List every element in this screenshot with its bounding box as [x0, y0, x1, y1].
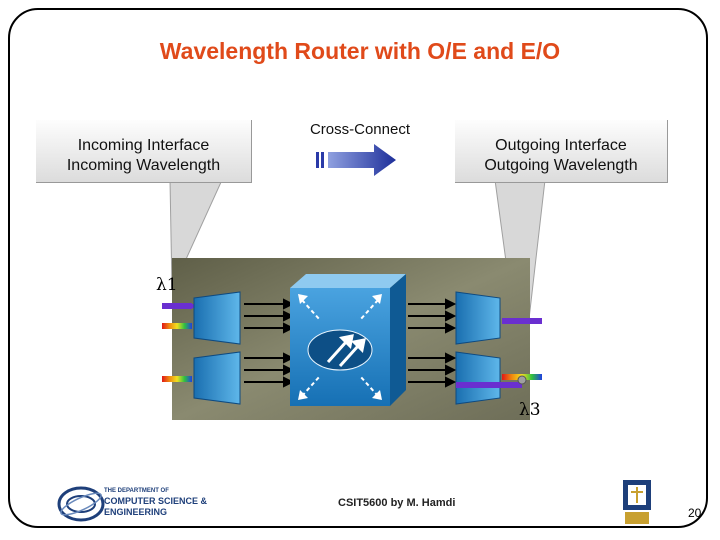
output-wavelength-bar-top — [502, 318, 542, 324]
incoming-callout-box — [36, 120, 252, 183]
input-rainbow-bar-1 — [162, 323, 192, 329]
incoming-callout-text: Incoming Interface Incoming Wavelength — [36, 136, 251, 176]
output-mux-top — [455, 291, 501, 345]
dept-logo-icon — [57, 486, 105, 522]
input-arrows — [244, 298, 295, 388]
input-rainbow-bar-2 — [162, 376, 192, 382]
output-arrows — [408, 298, 457, 388]
outgoing-callout-box — [455, 120, 668, 183]
direction-arrow-icon — [316, 144, 396, 176]
input-wavelength-bar — [162, 303, 192, 309]
input-demux-bottom — [193, 351, 241, 405]
dept-line-2: COMPUTER SCIENCE & — [104, 496, 208, 506]
page-number: 20 — [688, 506, 702, 520]
cross-connect-router-icon — [290, 274, 406, 406]
incoming-wavelength-label: Incoming Wavelength — [66, 157, 221, 174]
output-mux-bottom — [455, 351, 501, 405]
lambda-in-label: λ1 — [156, 275, 178, 295]
input-demux-top — [193, 291, 241, 345]
outgoing-interface-label: Outgoing Interface — [495, 137, 627, 154]
university-crest-icon — [623, 480, 651, 524]
dept-line-3: ENGINEERING — [104, 507, 168, 517]
router-diagram — [162, 258, 542, 420]
lambda-out-label: λ3 — [519, 400, 541, 420]
cross-connect-label: Cross-Connect — [309, 121, 411, 138]
output-wavelength-bar-bottom — [456, 382, 522, 388]
slide-title: Wavelength Router with O/E and E/O — [159, 38, 561, 64]
incoming-interface-label: Incoming Interface — [77, 137, 210, 154]
outgoing-callout-text: Outgoing Interface Outgoing Wavelength — [455, 136, 667, 176]
outgoing-wavelength-label: Outgoing Wavelength — [484, 157, 638, 174]
slide-frame — [8, 8, 708, 528]
dept-line-1: THE DEPARTMENT OF — [104, 488, 169, 494]
footer-course: CSIT5600 by M. Hamdi — [338, 497, 456, 509]
